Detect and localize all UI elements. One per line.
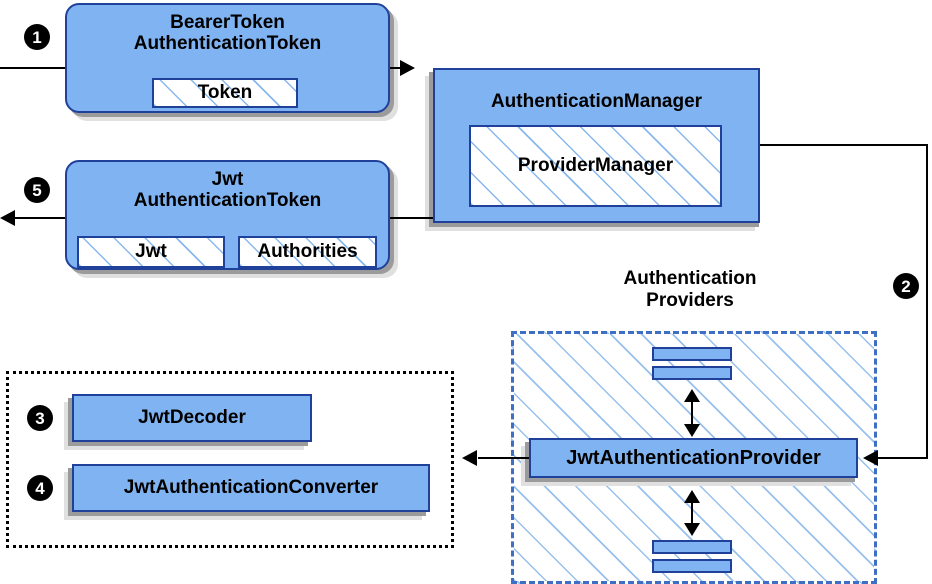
arrow-down-bottom-providers	[684, 523, 700, 536]
authentication-providers-caption: Authentication Providers	[590, 268, 790, 312]
connector-manager-right	[758, 144, 928, 146]
step-number-1: 1	[24, 24, 50, 50]
arrow-into-jwt-support-box	[462, 450, 477, 466]
inner-box-token: Token	[152, 78, 298, 108]
provider-placeholder-bar-2	[652, 366, 732, 380]
inner-box-authorities: Authorities	[238, 236, 377, 268]
authentication-providers-caption-line1: Authentication	[623, 268, 757, 289]
container-jwt-support	[6, 371, 454, 548]
arrow-up-bottom-providers	[684, 490, 700, 503]
authentication-manager-title: AuthenticationManager	[490, 91, 703, 112]
node-jwt-decoder[interactable]: JwtDecoder	[72, 394, 312, 442]
provider-placeholder-bar-4	[652, 559, 732, 573]
connector-into-provider	[876, 457, 928, 459]
jwt-token-title-line1: Jwt	[211, 169, 244, 190]
inner-box-jwt: Jwt	[77, 236, 225, 268]
provider-placeholder-bar-1	[652, 347, 732, 361]
node-jwt-authentication-converter[interactable]: JwtAuthenticationConverter	[72, 464, 430, 512]
arrow-into-authentication-manager	[400, 60, 415, 76]
step-number-5: 5	[24, 177, 50, 203]
step-number-4: 4	[27, 475, 53, 501]
connector-top-providers	[691, 395, 693, 430]
connector-bottom-providers	[691, 496, 693, 529]
connector-manager-down	[926, 144, 928, 459]
arrow-out-response	[0, 210, 15, 226]
authentication-providers-caption-line2: Providers	[646, 289, 734, 311]
step-number-3: 3	[27, 405, 53, 431]
bearer-token-title-line2: AuthenticationToken	[133, 33, 322, 55]
provider-placeholder-bar-3	[652, 540, 732, 554]
arrow-into-jwt-authentication-provider	[863, 450, 878, 466]
arrow-up-top-providers	[684, 389, 700, 402]
bearer-token-title-line1: BearerToken	[170, 12, 285, 33]
node-jwt-authentication-provider[interactable]: JwtAuthenticationProvider	[529, 438, 858, 478]
arrow-down-top-providers	[684, 424, 700, 437]
connector-provider-to-support	[478, 457, 533, 459]
jwt-token-title-line2: AuthenticationToken	[133, 190, 322, 212]
inner-box-provider-manager: ProviderManager	[469, 125, 722, 207]
step-number-2: 2	[893, 273, 919, 299]
